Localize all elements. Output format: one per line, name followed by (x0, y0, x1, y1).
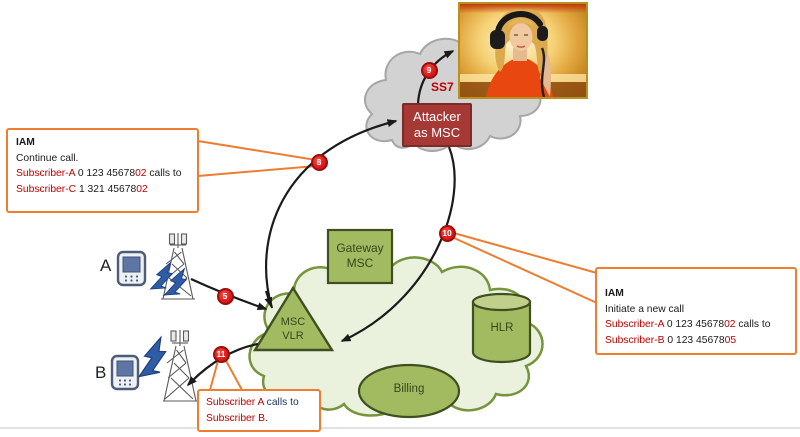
callout-right-connector: calls to (735, 319, 771, 330)
attacker-label-line2: as MSC (413, 125, 461, 140)
callout-left-intro: Continue call. (16, 152, 79, 164)
msc-vlr-label-line1: MSC (280, 316, 306, 328)
billing-ellipse (357, 363, 461, 419)
billing-label: Billing (393, 383, 425, 395)
callout-right-from-name: Subscriber-A (605, 319, 664, 330)
lightning-bolt-icon (137, 335, 167, 378)
callout-right-to-line: Subscriber-B 0 123 4567805 (605, 333, 787, 349)
attacker-msc-box: Attacker as MSC (402, 103, 472, 147)
msc-vlr-label-line2: VLR (282, 329, 304, 342)
step-badge-9: 9 (420, 61, 438, 79)
lightning-bolt-icon (149, 261, 174, 290)
callout-right-to-suffix: 05 (724, 334, 737, 346)
callout-tail-line (197, 165, 317, 177)
callout-bottom-connector: calls to (263, 397, 299, 408)
callout-bottom-line1: Subscriber A calls to (206, 395, 312, 411)
step-badge-5: 5 (216, 287, 234, 305)
callout-right-from-suffix: 02 (724, 319, 736, 330)
step-badge-10: 10 (438, 224, 456, 242)
callout-right-from-num: 0 123 45678 (663, 319, 725, 330)
callout-left-from-num: 0 123 45678 (74, 168, 136, 179)
callout-right-intro: Initiate a new call (605, 303, 684, 315)
attacker-label-line1: Attacker (413, 109, 461, 124)
callout-tail-line (223, 356, 243, 391)
step-badge-8-number: 8 (316, 157, 322, 167)
callout-left-title: IAM (16, 137, 35, 148)
arrow-msc-to-attacker-start-head (264, 290, 273, 308)
gateway-msc-label-line2: MSC (346, 256, 374, 270)
callout-tail-line (451, 236, 598, 304)
ss7-label: SS7 (431, 80, 454, 94)
callout-left-from-line: Subscriber-A 0 123 4567802 calls to (16, 166, 189, 182)
callout-right-from-line: Subscriber-A 0 123 4567802 calls to (605, 317, 787, 333)
callout-tail-line (197, 140, 317, 161)
phone-b-icon (110, 354, 140, 391)
step-badge-9-number: 9 (426, 65, 432, 75)
gateway-msc-box (326, 228, 394, 285)
step-badge-8: 8 (310, 153, 328, 171)
callout-bottom-to-name: Subscriber B. (206, 412, 268, 424)
msc-vlr-triangle (252, 285, 335, 352)
arrow-msc-to-attacker (265, 119, 398, 309)
step-badge-11-number: 11 (216, 349, 226, 359)
hlr-cylinder (471, 292, 532, 364)
callout-a-calls-b: Subscriber A calls to Subscriber B. (197, 389, 321, 432)
callout-left-to-name: Subscriber-C (16, 183, 77, 195)
callout-bottom-from-name: Subscriber A (206, 397, 264, 408)
step-badge-10-number: 10 (442, 228, 452, 238)
callout-tail-line (449, 231, 598, 274)
callout-left-to-num: 1 321 45678 (76, 183, 137, 195)
callout-right-title: IAM (605, 288, 624, 299)
step-badge-5-number: 5 (222, 291, 228, 301)
cell-tower-b (163, 330, 197, 402)
lightning-bolt-icon (163, 267, 188, 296)
callout-left-to-suffix: 02 (136, 183, 148, 195)
callout-right-to-num: 0 123 45678 (664, 334, 725, 346)
subscriber-a-letter: A (100, 256, 112, 275)
gateway-msc-label: Gateway MSC (326, 241, 394, 271)
callout-left-from-suffix: 02 (135, 168, 147, 179)
callout-initiate-call: IAM Initiate a new call Subscriber-A 0 1… (595, 267, 797, 355)
callout-left-connector: calls to (146, 168, 182, 179)
callout-left-to-line: Subscriber-C 1 321 4567802 (16, 182, 189, 198)
callout-bottom-line2: Subscriber B. (206, 411, 312, 427)
callout-left-from-name: Subscriber-A (16, 168, 75, 179)
msc-vlr-label: MSC VLR (265, 316, 321, 343)
eavesdropper-photo-art (460, 9, 586, 97)
callout-tail-line (209, 356, 220, 391)
hlr-label: HLR (490, 322, 514, 334)
gateway-msc-label-line1: Gateway (336, 241, 384, 255)
subscriber-b-letter: B (95, 363, 107, 382)
arrow-attacker-to-msc (340, 146, 456, 343)
eavesdropper-photo (458, 2, 588, 99)
callout-right-to-name: Subscriber-B (605, 334, 665, 346)
phone-a-icon (116, 250, 147, 287)
step-badge-11: 11 (212, 345, 230, 363)
callout-continue-call: IAM Continue call. Subscriber-A 0 123 45… (6, 128, 199, 213)
